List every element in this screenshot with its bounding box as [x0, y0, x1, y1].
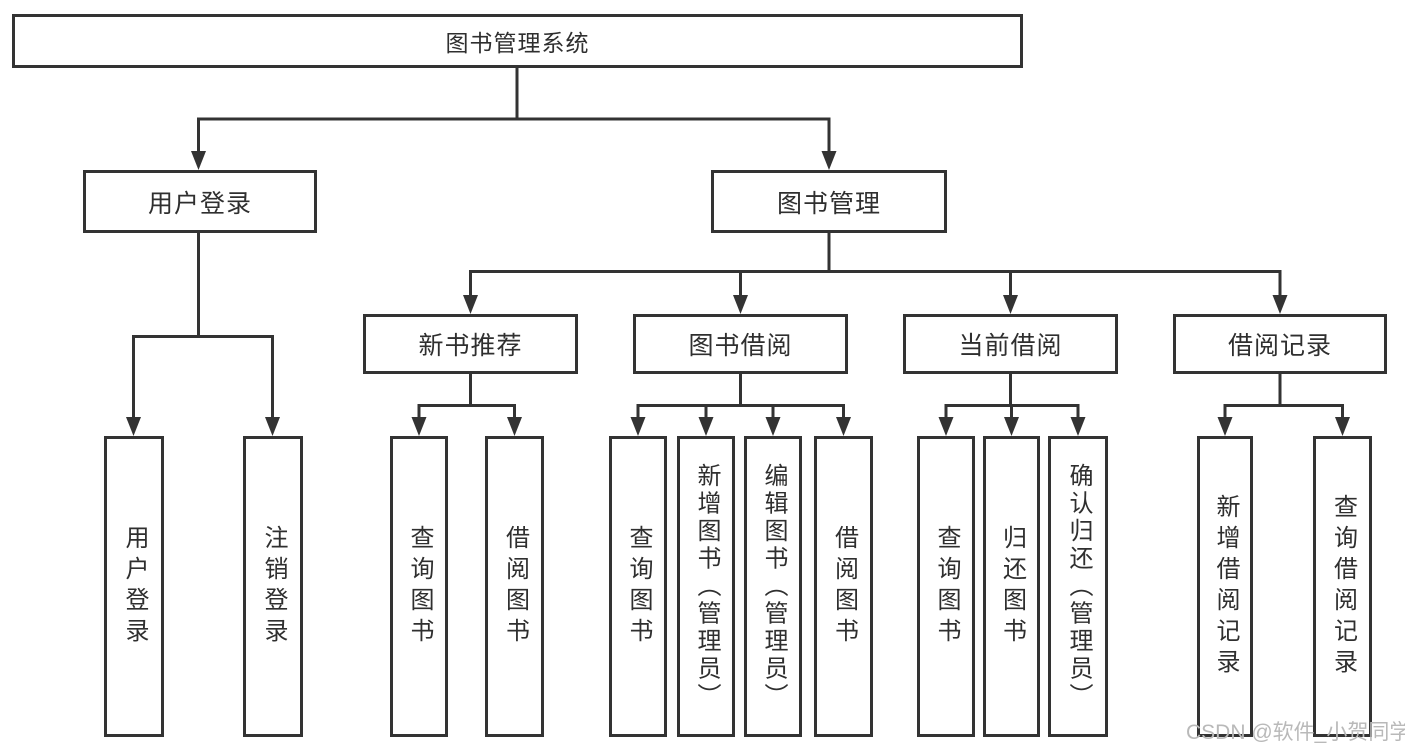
leaf-confirm-return-admin-label: 确认归还（管理员）: [1065, 462, 1092, 711]
leaf-query-books-recommend: 查询图书: [390, 436, 448, 737]
leaf-user-login: 用户登录: [104, 436, 164, 737]
node-book-management-label: 图书管理: [776, 189, 881, 218]
node-borrow-record-label: 借阅记录: [1227, 332, 1332, 360]
leaf-add-book-admin-label: 新增图书（管理员）: [693, 462, 720, 711]
leaf-user-login-label: 用户登录: [121, 524, 148, 649]
leaf-query-borrow-record: 查询借阅记录: [1313, 436, 1372, 737]
leaf-edit-book-admin: 编辑图书（管理员）: [744, 436, 802, 737]
leaf-add-borrow-record-label: 新增借阅记录: [1212, 493, 1239, 680]
leaf-logout: 注销登录: [243, 436, 303, 737]
node-current-borrow-label: 当前借阅: [958, 332, 1063, 360]
leaf-query-books-recommend-label: 查询图书: [406, 524, 433, 649]
leaf-confirm-return-admin: 确认归还（管理员）: [1048, 436, 1108, 737]
arrowheads: [126, 151, 1350, 436]
leaf-borrow-books-recommend: 借阅图书: [485, 436, 544, 737]
node-library-management-system-label: 图书管理系统: [445, 30, 590, 56]
node-current-borrow: 当前借阅: [903, 314, 1118, 374]
leaf-borrow-books-recommend-label: 借阅图书: [501, 524, 529, 649]
leaf-return-book-label: 归还图书: [998, 524, 1026, 649]
leaf-return-book: 归还图书: [983, 436, 1040, 737]
node-new-book-recommend: 新书推荐: [363, 314, 578, 374]
node-book-management: 图书管理: [711, 170, 947, 233]
node-book-borrow: 图书借阅: [633, 314, 848, 374]
leaf-query-books-current-label: 查询图书: [933, 524, 960, 649]
leaf-add-book-admin: 新增图书（管理员）: [677, 436, 735, 737]
node-borrow-record: 借阅记录: [1173, 314, 1387, 374]
leaf-borrow-books-label: 借阅图书: [830, 524, 858, 649]
leaf-borrow-books: 借阅图书: [814, 436, 873, 737]
leaf-query-books-borrow: 查询图书: [609, 436, 667, 737]
node-user-login-label: 用户登录: [147, 189, 252, 218]
node-user-login: 用户登录: [83, 170, 317, 233]
node-new-book-recommend-label: 新书推荐: [418, 332, 523, 360]
csdn-watermark: CSDN @软件_小贺同学: [1186, 721, 1405, 744]
leaf-query-borrow-record-label: 查询借阅记录: [1329, 493, 1357, 680]
leaf-query-books-borrow-label: 查询图书: [625, 524, 652, 649]
connector-paths: [132, 68, 1344, 419]
leaf-add-borrow-record: 新增借阅记录: [1197, 436, 1253, 737]
leaf-logout-label: 注销登录: [260, 524, 287, 649]
node-library-management-system: 图书管理系统: [12, 14, 1023, 68]
leaf-edit-book-admin-label: 编辑图书（管理员）: [760, 462, 787, 711]
leaf-query-books-current: 查询图书: [917, 436, 975, 737]
node-book-borrow-label: 图书借阅: [688, 332, 793, 360]
